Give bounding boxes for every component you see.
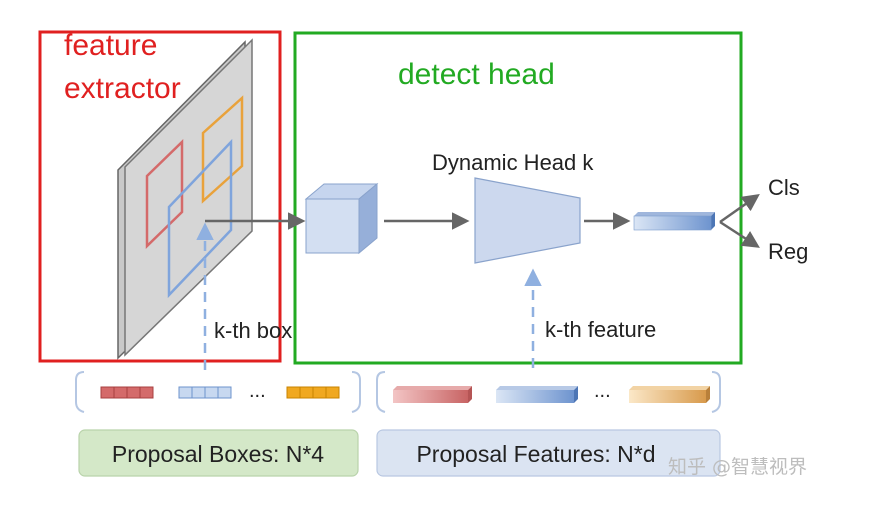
proposal-feature-blue — [496, 386, 578, 403]
dynamic-head-shape — [474, 177, 581, 264]
proposal-features-bracket — [376, 371, 721, 413]
orange-proposal-box — [201, 95, 244, 204]
proposal-boxes-bracket — [75, 371, 361, 413]
proposal-boxes-box — [78, 429, 359, 477]
feature-extractor-label-2: extractor — [64, 72, 181, 105]
proposal-features-box — [376, 429, 721, 477]
proposal-boxes-label: Proposal Boxes: N*4 — [112, 441, 324, 467]
detect-head-label: detect head — [398, 58, 555, 91]
arrow-to-cls — [719, 193, 760, 224]
roi-feature-cube — [304, 182, 379, 255]
proposal-box-orange — [286, 386, 340, 399]
feature-extractor-label-1: feature — [64, 29, 157, 62]
reg-label: Reg — [768, 239, 808, 264]
proposal-box-blue — [178, 386, 232, 399]
kth-feature-label: k-th feature — [545, 317, 656, 342]
proposal-boxes-ellipsis: ... — [249, 380, 266, 402]
feature-extractor-frame — [38, 30, 282, 363]
watermark: 知乎 @智慧视界 — [668, 456, 808, 478]
proposal-feature-orange — [629, 386, 710, 403]
kth-box-label: k-th box — [214, 318, 292, 343]
blue-proposal-box — [167, 138, 233, 299]
red-proposal-box — [145, 139, 184, 249]
proposal-features-ellipsis: ... — [594, 380, 611, 402]
proposal-features-label: Proposal Features: N*d — [416, 441, 655, 467]
feature-map — [117, 38, 253, 360]
proposal-feature-red — [393, 386, 472, 403]
cls-label: Cls — [768, 175, 800, 200]
dynamic-head-label: Dynamic Head k — [432, 150, 594, 175]
arrow-to-reg — [719, 220, 760, 248]
proposal-box-red — [100, 386, 154, 399]
output-feature-bar — [633, 212, 715, 231]
